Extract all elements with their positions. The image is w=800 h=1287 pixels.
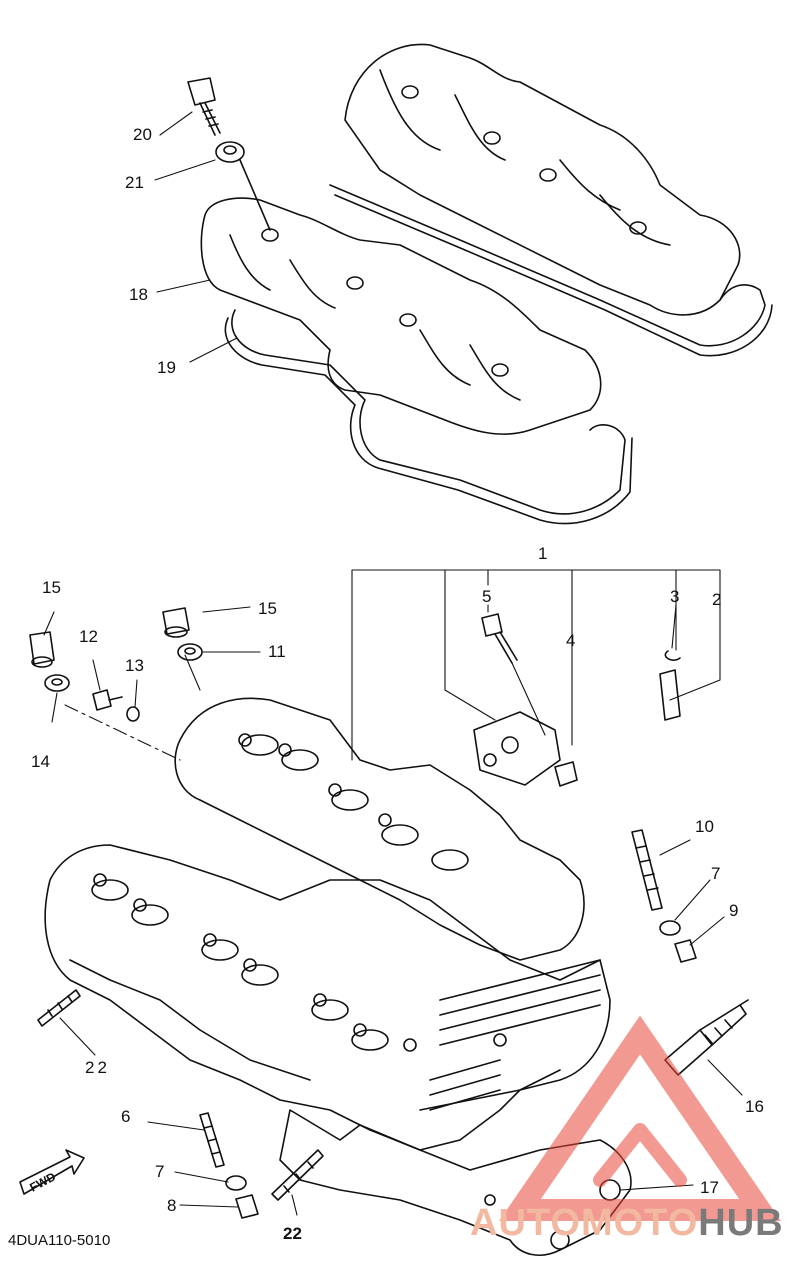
parts-small (29, 607, 749, 1219)
callout-19: 19 (157, 358, 176, 377)
callout-15-left: 15 (42, 578, 61, 597)
callout-1: 1 (538, 544, 548, 563)
callout-8: 8 (167, 1196, 177, 1215)
leader-lines-lower (43, 604, 743, 1216)
callout-21: 21 (125, 173, 144, 192)
callout-11: 11 (268, 642, 286, 661)
watermark-brand-part2: HUB (698, 1202, 784, 1244)
callout-2: 2 (712, 590, 722, 609)
callout-6: 6 (121, 1107, 131, 1126)
callout-14: 14 (31, 752, 50, 771)
callout-4: 4 (566, 631, 576, 650)
watermark-brand-part1: AUTOMOTO (470, 1202, 699, 1244)
head-bolts (93, 733, 507, 1052)
valve-cover-assembly (187, 43, 773, 525)
callout-5: 5 (482, 587, 492, 606)
cylinder-head-assembly (44, 569, 721, 1256)
callout-17: 17 (700, 1178, 719, 1197)
part-code: 4DUA110-5010 (8, 1232, 111, 1249)
watermark-brand: AUTOMOTOHUB (470, 1202, 784, 1245)
callout-7-upper: 7 (711, 864, 721, 883)
callout-22-bottom: 22 (283, 1224, 302, 1243)
callout-20: 20 (133, 125, 152, 144)
callout-22-left: 22 (85, 1058, 110, 1077)
callout-16: 16 (745, 1097, 764, 1116)
callout-13: 13 (125, 656, 144, 675)
callout-7-lower: 7 (155, 1162, 165, 1181)
callout-15-right: 15 (258, 599, 277, 618)
callout-9: 9 (729, 901, 739, 920)
watermark-logo-icon (499, 1015, 781, 1221)
callout-12: 12 (79, 627, 98, 646)
callout-18: 18 (129, 285, 148, 304)
leader-lines-upper (154, 111, 238, 363)
callout-10: 10 (695, 817, 714, 836)
fwd-arrow-icon (19, 1149, 85, 1195)
callout-3: 3 (670, 587, 680, 606)
